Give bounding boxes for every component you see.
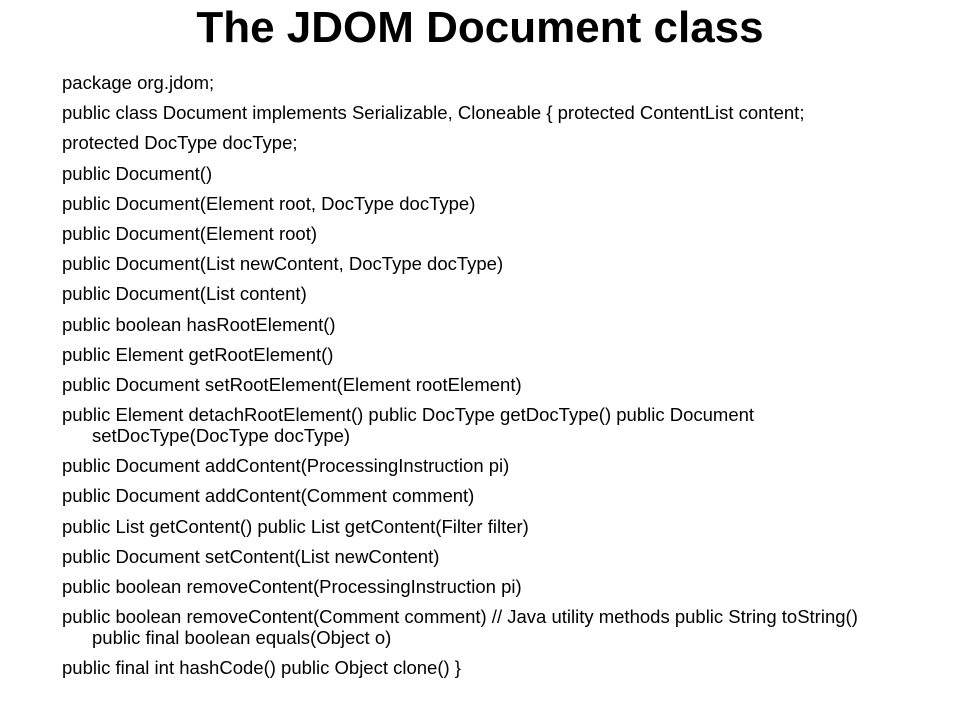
code-line: public class Document implements Seriali…: [62, 102, 805, 124]
code-line: public Element getRootElement(): [62, 343, 334, 365]
slide-title: The JDOM Document class: [196, 3, 764, 52]
code-line: public Document setRootElement(Element r…: [62, 373, 522, 395]
code-line: public Document addContent(Comment comme…: [62, 485, 475, 507]
code-line: public final int hashCode() public Objec…: [62, 657, 461, 679]
code-line: protected DocType docType;: [62, 132, 298, 154]
code-line: package org.jdom;: [62, 72, 215, 93]
code-line: public Document(): [62, 162, 213, 184]
code-line: public boolean removeContent(ProcessingI…: [62, 576, 522, 597]
code-line: public Element detachRootElement() publi…: [62, 404, 755, 447]
code-listing: package org.jdom; public class Document …: [62, 72, 882, 688]
code-line: public List getContent() public List get…: [62, 515, 529, 537]
code-line: public Document(Element root): [62, 222, 317, 244]
code-line: public Document(Element root, DocType do…: [62, 192, 476, 214]
code-line: public Document setContent(List newConte…: [62, 545, 440, 567]
code-line: public boolean removeContent(Comment com…: [62, 606, 858, 649]
code-line: public Document(List newContent, DocType…: [62, 253, 504, 275]
code-line: public Document(List content): [62, 283, 307, 305]
code-line: public boolean hasRootElement(): [62, 313, 336, 335]
code-line: public Document addContent(ProcessingIns…: [62, 455, 510, 477]
